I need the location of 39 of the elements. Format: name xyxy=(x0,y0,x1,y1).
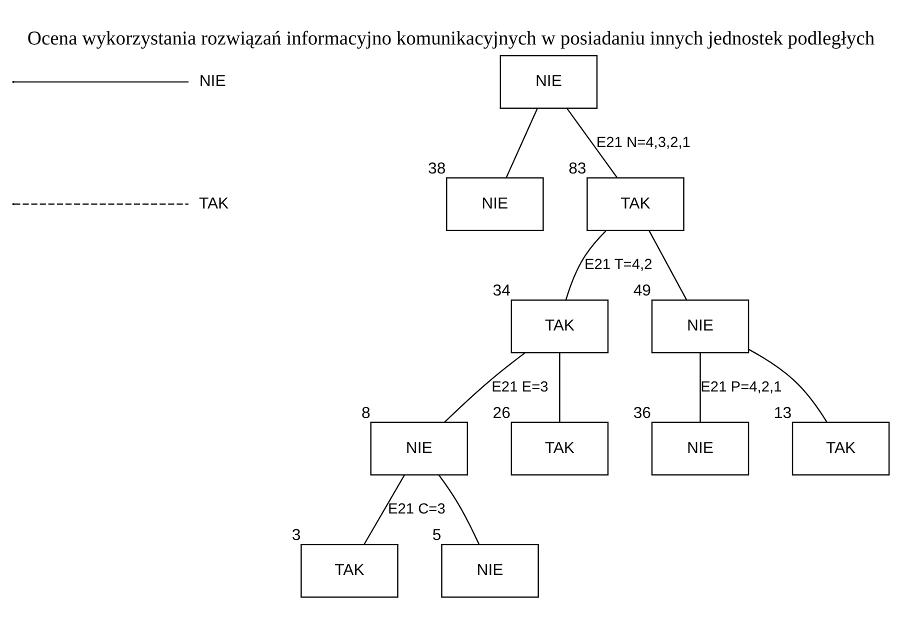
node-label: 49 xyxy=(633,282,652,300)
connector xyxy=(559,352,560,422)
node-label: 3 xyxy=(292,526,301,544)
edge-label: E21 C=3 xyxy=(388,501,446,518)
legend-label: TAK xyxy=(198,194,229,212)
node-box: TAK xyxy=(510,421,609,475)
edge-label: E21 T=4,2 xyxy=(584,256,652,273)
edge-label: E21 P=4,2,1 xyxy=(700,378,782,395)
connector xyxy=(506,108,538,178)
node-box: NIE xyxy=(441,543,539,598)
node-label: 8 xyxy=(362,404,370,422)
edge-label: E21 E=3 xyxy=(492,378,548,395)
node-label: 38 xyxy=(428,160,446,177)
node-label: 5 xyxy=(432,526,442,544)
node-box: NIE xyxy=(446,176,544,231)
node-box: NIE xyxy=(500,54,598,108)
connector xyxy=(438,474,480,544)
node-box: TAK xyxy=(510,299,609,353)
node-box: NIE xyxy=(651,299,750,353)
connector xyxy=(364,474,405,544)
connector xyxy=(748,348,828,422)
node-label: 13 xyxy=(774,404,792,422)
node-label: 36 xyxy=(633,404,652,422)
node-label: 34 xyxy=(492,282,510,300)
connector xyxy=(700,352,701,422)
node-box: TAK xyxy=(300,543,398,598)
node-box: TAK xyxy=(792,421,890,475)
diagram-title: Ocena wykorzystania rozwiązań informacyjno komunikacyjnych w posiadaniu innych jednostek podległych xyxy=(27,28,875,49)
node-box: NIE xyxy=(370,421,468,475)
node-label: 83 xyxy=(568,160,586,177)
legend-label: NIE xyxy=(199,72,226,90)
connector xyxy=(565,230,606,300)
connector xyxy=(648,230,688,300)
connector xyxy=(566,108,618,178)
node-label: 26 xyxy=(492,404,510,422)
node-box: NIE xyxy=(651,421,750,475)
node-box: TAK xyxy=(586,176,684,231)
edge-label: E21 N=4,3,2,1 xyxy=(596,134,690,150)
connector xyxy=(444,352,526,422)
